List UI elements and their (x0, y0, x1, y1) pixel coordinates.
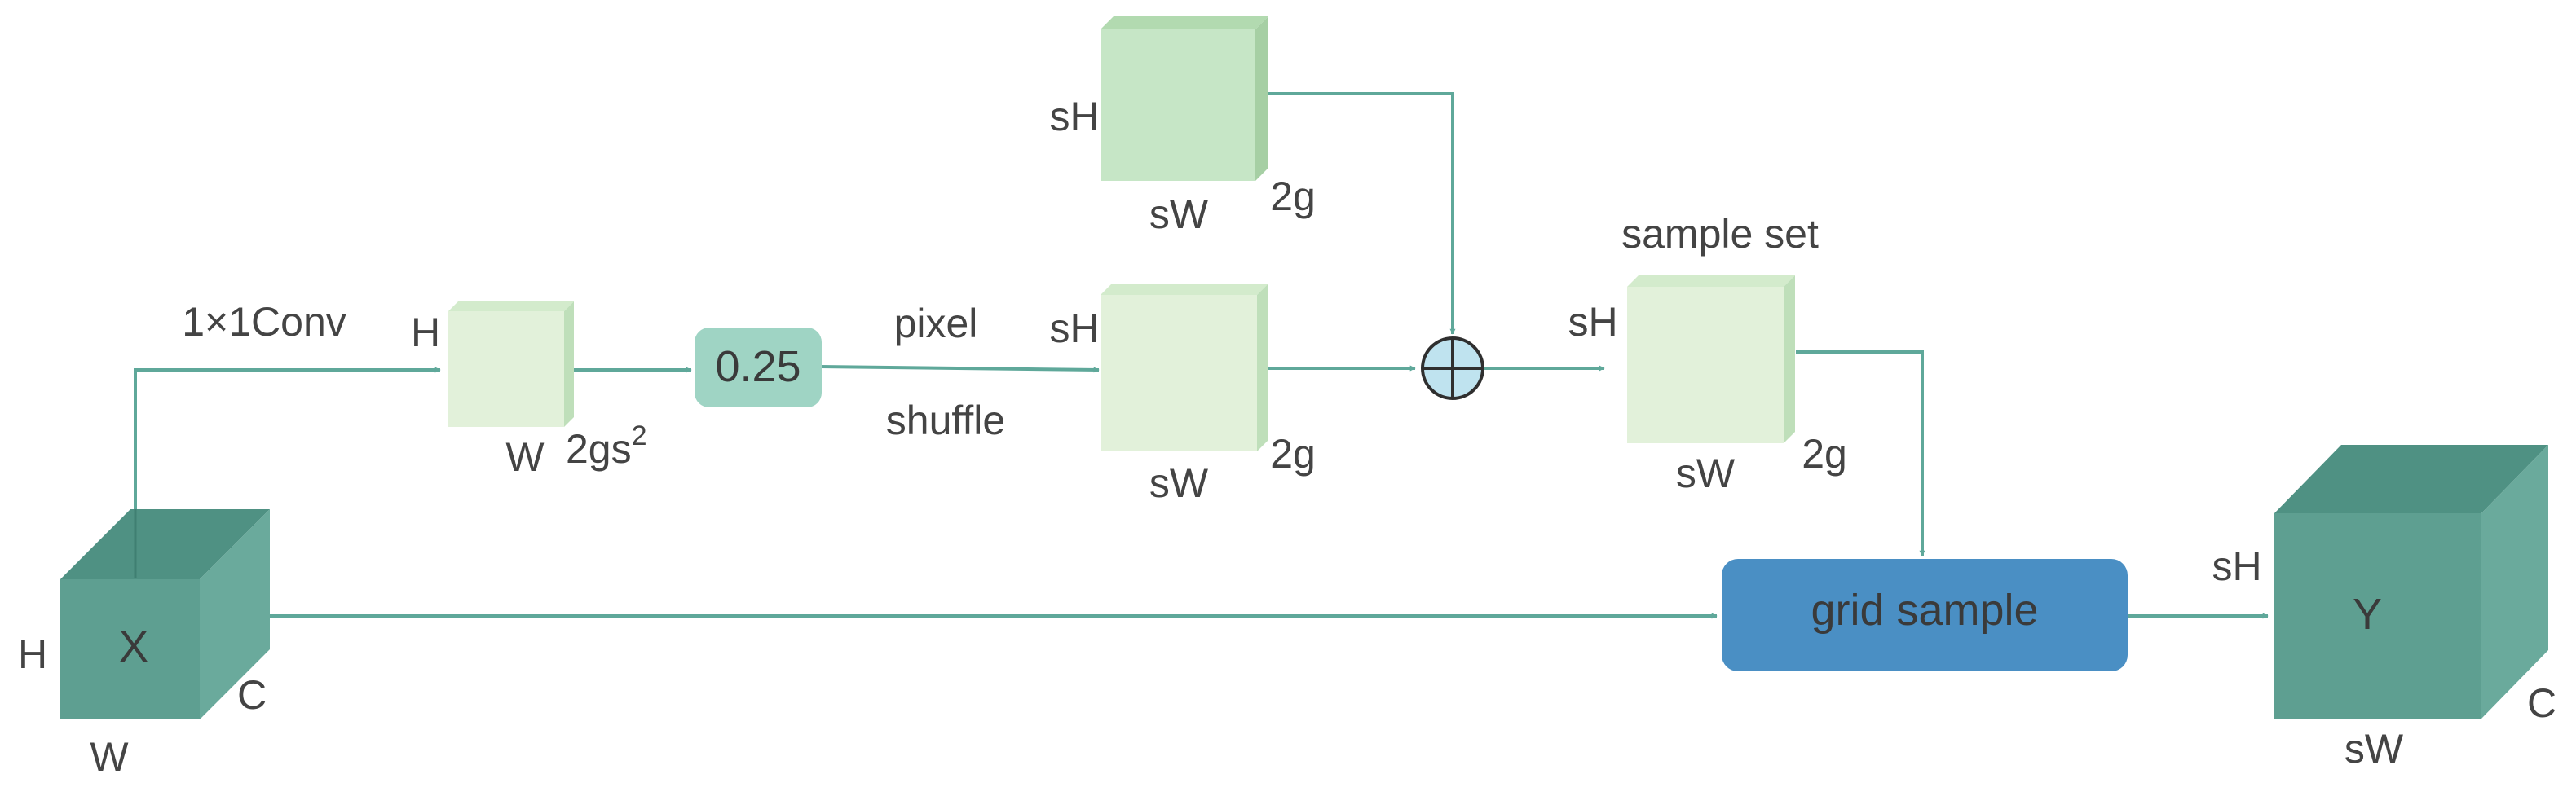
grid-sample-label: grid sample (1811, 586, 2038, 635)
init-grid-c-label: 2g (1270, 174, 1316, 219)
sample-set-c-label: 2g (1802, 431, 1847, 477)
input-w-label: W (90, 734, 129, 780)
init-grid-h-label: sH (1049, 94, 1099, 139)
offset-c-superscript: 2 (632, 420, 647, 451)
offset-upsampled-h-label: sH (1049, 306, 1099, 351)
input-h-label: H (18, 631, 47, 677)
init-grid-cube (1101, 16, 1268, 181)
offset-c-label: 2gs2 (566, 420, 647, 472)
grid-sample-node (1722, 559, 2128, 671)
sample-set-cube (1627, 275, 1795, 443)
offset-upsampled-cube (1101, 284, 1268, 451)
arrow-sampleset-to-gridsample (1796, 350, 1925, 556)
arrow-scale-to-shuffle (819, 365, 1100, 373)
sample-set-title: sample set (1621, 211, 1819, 257)
plus-circle-icon (1421, 336, 1484, 400)
sample-set-w-label: sW (1676, 451, 1736, 496)
input-label: X (119, 622, 148, 671)
scale-label: 0.25 (715, 342, 801, 391)
arrow-x-to-conv (134, 367, 441, 578)
output-cube-y (2274, 445, 2548, 719)
output-label: Y (2353, 590, 2382, 639)
offset-cube (448, 301, 574, 427)
output-w-label: sW (2344, 726, 2404, 772)
init-grid-w-label: sW (1149, 191, 1209, 237)
scale-node (695, 328, 822, 407)
shuffle-label-line1: pixel (894, 301, 978, 346)
offset-h-label: H (411, 310, 440, 355)
output-c-label: C (2527, 680, 2556, 726)
output-h-label: sH (2212, 543, 2261, 589)
offset-upsampled-c-label: 2g (1270, 431, 1316, 477)
input-c-label: C (237, 672, 267, 718)
arrow-grid-to-sum (1268, 92, 1456, 335)
connectors (134, 92, 2269, 619)
shuffle-label-line2: shuffle (886, 398, 1005, 443)
input-cube-x (60, 509, 270, 719)
sample-set-h-label: sH (1568, 299, 1617, 345)
conv-label: 1×1Conv (182, 299, 346, 345)
offset-w-label: W (505, 434, 545, 480)
offset-upsampled-w-label: sW (1149, 460, 1209, 506)
